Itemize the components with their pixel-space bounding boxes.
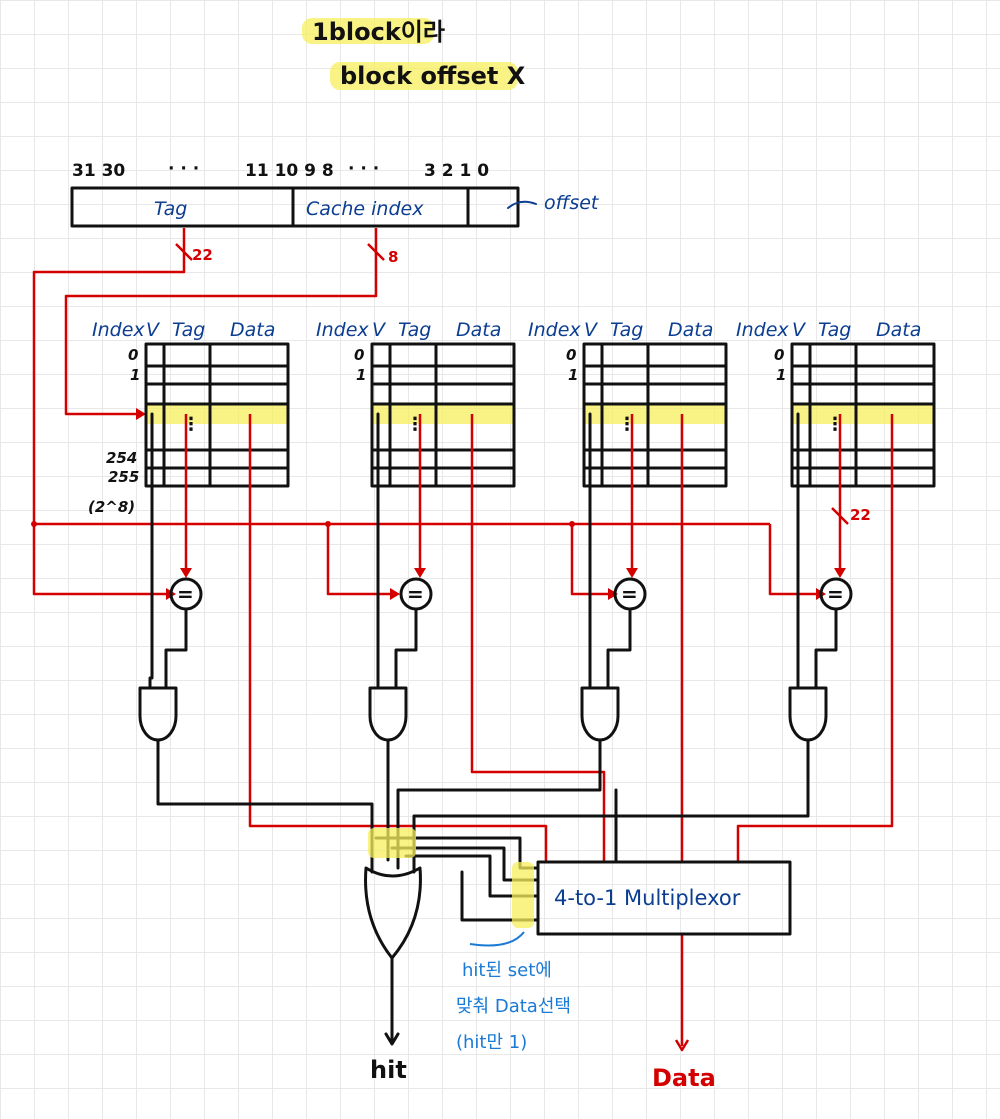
- way-1-header-data: Data: [456, 319, 501, 341]
- way-1-header-index: Index: [316, 319, 369, 341]
- way-2-row-0: 0: [566, 346, 576, 364]
- way-2-header-data: Data: [668, 319, 713, 341]
- tag-width-label: 22: [192, 246, 213, 264]
- way-0-header-index: Index: [92, 319, 145, 341]
- way-1-row-0: 0: [354, 346, 364, 364]
- valid-and-compare-wires: [148, 412, 838, 690]
- heading-line-2: block offset X: [340, 62, 526, 90]
- svg-text:⋮: ⋮: [826, 414, 844, 435]
- heading-highlight-2: [330, 62, 518, 90]
- way-0-row-0: 0: [128, 346, 138, 364]
- multiplexor-label: 4-to-1 Multiplexor: [554, 886, 741, 910]
- comparator-2: =: [613, 577, 647, 611]
- way-0-row-count: (2^8): [88, 498, 135, 516]
- comparator-1: =: [399, 577, 433, 611]
- index-field-label: Cache index: [306, 198, 424, 220]
- tag-read-lines: [180, 414, 849, 578]
- comparator-width-label: 22: [850, 506, 871, 524]
- heading-highlight-1: [302, 18, 434, 44]
- way-1-header-tag: Tag: [398, 319, 431, 341]
- data-output-label: Data: [652, 1064, 716, 1092]
- way-3-header-index: Index: [736, 319, 789, 341]
- comparator-3-symbol: =: [827, 582, 844, 606]
- comparator-2-symbol: =: [621, 582, 638, 606]
- offset-field-label: offset: [544, 192, 600, 214]
- and-gate-0: [138, 686, 178, 742]
- heading-line-1: 1block이라: [312, 18, 445, 46]
- way-0-header-v: V: [146, 319, 161, 341]
- way-0-row-1: 1: [130, 366, 140, 384]
- way-1-header-v: V: [372, 319, 387, 341]
- multiplexor: [536, 860, 792, 936]
- bits-dots-2: · · ·: [348, 159, 379, 179]
- way-2-row-1: 1: [568, 366, 578, 384]
- comparator-0-symbol: =: [177, 582, 194, 606]
- index-width-label: 8: [388, 248, 398, 266]
- way-0-row-254: 254: [106, 449, 137, 467]
- way-2: ⋮: [582, 342, 728, 488]
- bits-3-0: 3 2 1 0: [424, 161, 489, 181]
- way-1: ⋮: [370, 342, 516, 488]
- way-3-header-v: V: [792, 319, 807, 341]
- address-lines: [31, 228, 826, 600]
- svg-text:⋮: ⋮: [618, 414, 636, 435]
- note-line-2: 맞춰 Data선택: [456, 996, 571, 1017]
- way-3: ⋮: [790, 342, 936, 488]
- svg-text:⋮: ⋮: [182, 414, 200, 435]
- note-line-3: (hit만 1): [456, 1032, 527, 1053]
- tag-field-label: Tag: [154, 198, 187, 220]
- hit-output-label: hit: [370, 1056, 407, 1084]
- way-0-header-data: Data: [230, 319, 275, 341]
- bits-11-8: 11 10 9 8: [245, 161, 334, 181]
- comparator-1-symbol: =: [407, 582, 424, 606]
- way-2-header-v: V: [584, 319, 599, 341]
- svg-text:⋮: ⋮: [406, 414, 424, 435]
- bits-31-30: 31 30: [72, 161, 125, 181]
- way-3-row-1: 1: [776, 366, 786, 384]
- way-2-header-index: Index: [528, 319, 581, 341]
- note-line-1: hit된 set에: [462, 960, 552, 981]
- way-3-header-tag: Tag: [818, 319, 851, 341]
- way-1-row-1: 1: [356, 366, 366, 384]
- bits-dots-1: · · ·: [168, 159, 199, 179]
- and-gate-2: [580, 686, 620, 742]
- way-0-header-tag: Tag: [172, 319, 205, 341]
- note-pointer: [469, 931, 525, 947]
- way-0-row-255: 255: [108, 468, 139, 486]
- and-gate-1: [368, 686, 408, 742]
- select-highlight-mux: [512, 862, 534, 928]
- way-2-header-tag: Tag: [610, 319, 643, 341]
- way-0: ⋮: [144, 342, 290, 488]
- address-register: [70, 186, 520, 228]
- select-highlight-top: [368, 828, 416, 858]
- and-gate-3: [788, 686, 828, 742]
- or-gate: [364, 866, 422, 1046]
- way-3-row-0: 0: [774, 346, 784, 364]
- way-3-header-data: Data: [876, 319, 921, 341]
